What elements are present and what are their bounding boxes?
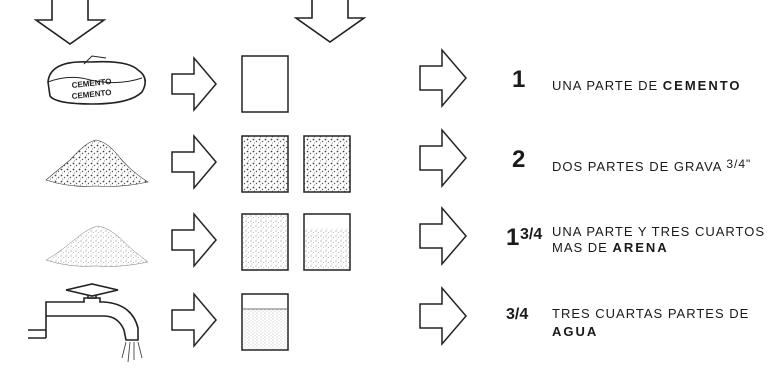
- water-faucet-icon: [28, 284, 142, 362]
- sand-pile-icon: [46, 226, 148, 267]
- right-arrow-icon: [420, 130, 466, 186]
- measure-box-empty: [242, 56, 288, 112]
- material-name: CEMENTO: [663, 78, 742, 93]
- material-name: AGUA: [552, 324, 598, 339]
- quantity-fraction: 3/4: [506, 306, 528, 324]
- cement-bag-icon: CEMENTO CEMENTO: [48, 56, 145, 104]
- right-arrow-icon: [420, 50, 466, 106]
- description-line-2: MAS DE ARENA: [552, 240, 669, 255]
- right-arrow-icon: [172, 58, 216, 110]
- right-arrow-icon: [420, 288, 466, 344]
- right-arrow-icon: [172, 136, 216, 188]
- measure-box-gravel: [242, 136, 288, 192]
- description-text: MAS DE: [552, 240, 612, 255]
- quantity-label: 1: [512, 66, 525, 94]
- description-line-1: UNA PARTE Y TRES CUARTOS: [552, 224, 765, 239]
- description-text: UNA PARTE DE: [552, 78, 663, 93]
- right-arrow-icon: [172, 294, 216, 346]
- description-label: UNA PARTE DE CEMENTO: [552, 78, 742, 93]
- quantity-label: 2: [512, 146, 525, 174]
- description-line-2: AGUA: [552, 324, 598, 339]
- description-label: DOS PARTES DE GRAVA 3/4": [552, 157, 751, 174]
- measure-box-water-fill: [243, 309, 287, 349]
- down-arrow-icon: [36, 0, 104, 44]
- description-text: DOS PARTES DE GRAVA: [552, 159, 726, 174]
- gravel-pile-icon: [46, 140, 148, 187]
- down-arrow-icon: [296, 0, 364, 42]
- gravel-size: 3/4": [726, 157, 751, 171]
- material-name: ARENA: [612, 240, 668, 255]
- measure-box-sand-fill: [305, 228, 349, 269]
- quantity-fraction: 3/4: [520, 226, 542, 244]
- measure-box-sand: [242, 214, 288, 270]
- description-line-1: TRES CUARTAS PARTES DE: [552, 306, 749, 321]
- quantity-label: 1: [506, 224, 519, 252]
- right-arrow-icon: [172, 214, 216, 266]
- measure-box-gravel: [304, 136, 350, 192]
- right-arrow-icon: [420, 208, 466, 264]
